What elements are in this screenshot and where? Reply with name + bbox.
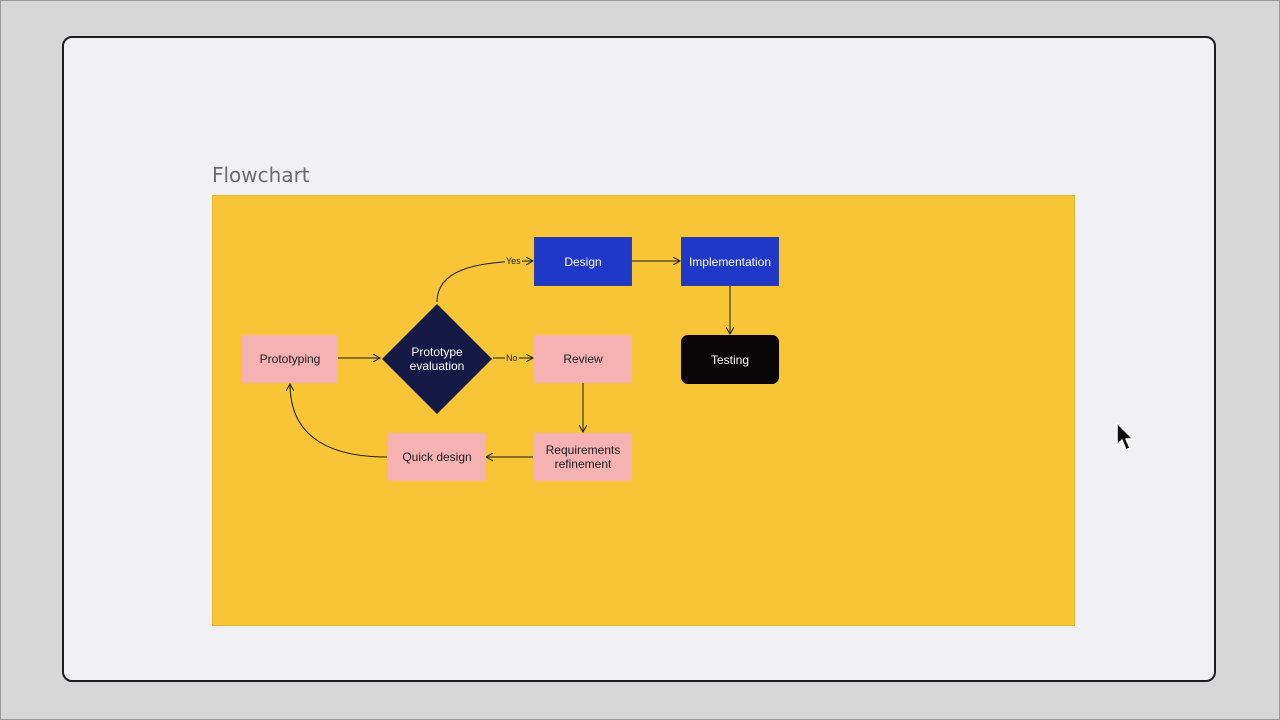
edge-evaluation-yes-to-design [436,261,533,303]
node-prototyping[interactable]: Prototyping [242,335,338,383]
edge-quick-design-to-prototyping [290,384,388,458]
node-requirements-label: Requirements refinement [545,443,621,471]
frame-title[interactable]: Flowchart [212,163,310,187]
node-implementation-label: Implementation [688,254,772,269]
edge-label-no: No [505,353,519,363]
node-quick-design[interactable]: Quick design [388,433,486,481]
node-design-label: Design [564,254,602,269]
node-review[interactable]: Review [534,335,632,383]
node-requirements-refinement[interactable]: Requirements refinement [534,433,632,481]
node-quick-design-label: Quick design [402,450,472,464]
node-testing[interactable]: Testing [681,335,779,384]
mouse-cursor-icon [1116,422,1136,457]
node-testing-label: Testing [710,352,750,367]
flowchart-frame[interactable] [212,195,1075,626]
node-prototype-evaluation[interactable]: Prototype evaluation [381,303,493,415]
node-review-label: Review [563,352,603,366]
node-design[interactable]: Design [534,237,632,286]
node-evaluation-label: Prototype evaluation [409,345,465,373]
node-prototyping-label: Prototyping [259,352,321,366]
decision-diamond-shape [382,304,492,414]
node-implementation[interactable]: Implementation [681,237,779,286]
edge-label-yes: Yes [505,256,522,266]
